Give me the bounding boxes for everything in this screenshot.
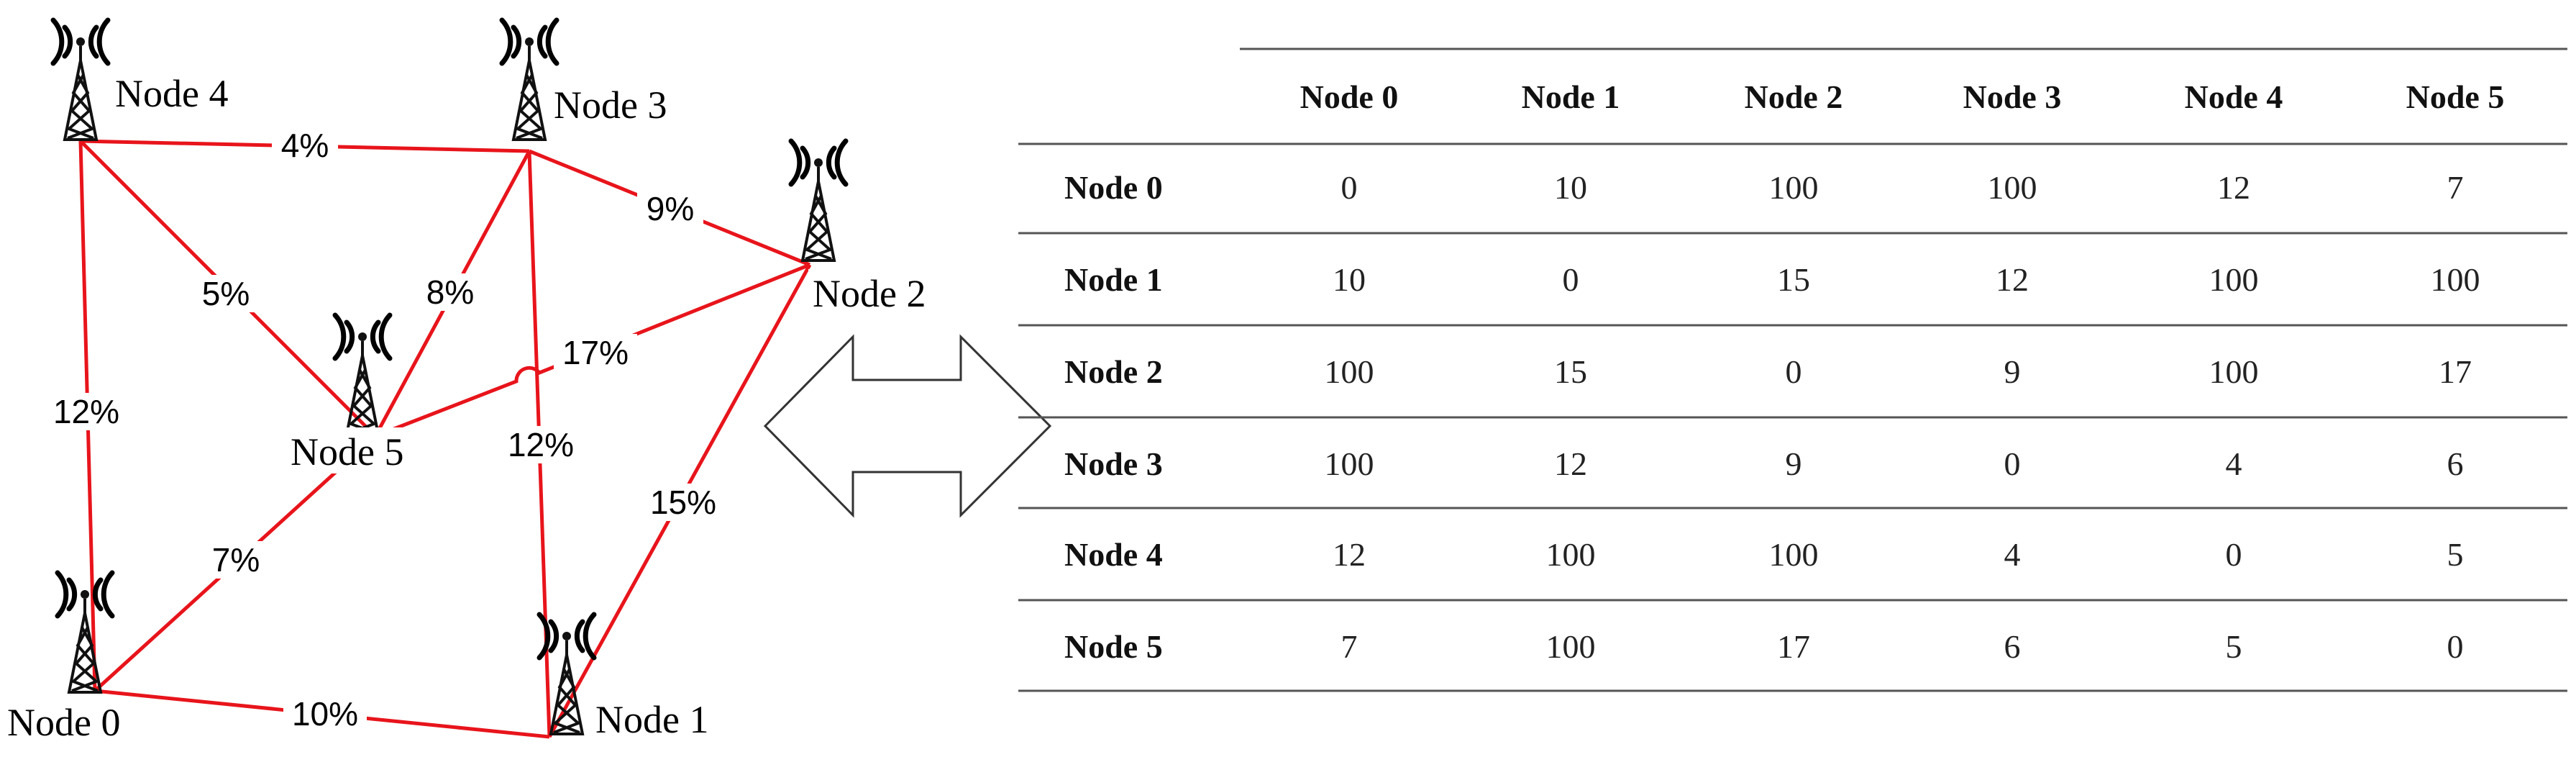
antenna-tower-icon (53, 20, 108, 140)
table-cell: 0 (1786, 353, 1802, 390)
row-header: Node 2 (1064, 353, 1163, 390)
table-cell: 15 (1777, 261, 1810, 298)
row-header: Node 1 (1064, 261, 1163, 298)
column-header: Node 4 (2185, 78, 2283, 115)
edge-label-n0-n5: 7% (212, 541, 260, 579)
table-row: Node 4 12 100 100 4 0 5 (1064, 536, 2464, 573)
table-cell: 15 (1554, 353, 1587, 390)
table-cell: 7 (1341, 628, 1358, 665)
node-label-2: Node 2 (813, 272, 926, 315)
antenna-tower-icon (335, 315, 390, 435)
node-labels: Node 4 Node 3 Node 2 Node 5 Node 0 Node … (7, 69, 975, 744)
column-header: Node 1 (1522, 78, 1620, 115)
table-cell: 0 (2004, 445, 2021, 482)
table-cell: 100 (2209, 353, 2259, 390)
column-header: Node 2 (1745, 78, 1843, 115)
row-header: Node 4 (1064, 536, 1163, 573)
table-row: Node 0 0 10 100 100 12 7 (1064, 169, 2464, 206)
column-header: Node 5 (2406, 78, 2505, 115)
edge-label-n4-n0: 12% (53, 393, 119, 430)
table-cell: 7 (2447, 169, 2464, 206)
table-cell: 12 (2217, 169, 2250, 206)
table-cell: 100 (1769, 536, 1819, 573)
table-cell: 6 (2004, 628, 2021, 665)
edge-label-n2-n1: 15% (650, 484, 716, 521)
edge-label-n4-n5: 5% (202, 275, 250, 312)
table-cell: 4 (2004, 536, 2021, 573)
antenna-tower-icon (502, 20, 557, 140)
node-label-5: Node 5 (291, 430, 403, 473)
table-cell: 12 (1554, 445, 1587, 482)
edge-labels: 4% 9% 5% 8% 17% 12% 12% 15% 7% 10% (45, 127, 725, 733)
double-headed-arrow-icon (763, 334, 1052, 518)
table-cell: 17 (1777, 628, 1810, 665)
table-cell: 12 (1333, 536, 1366, 573)
edge-label-n3-n1: 12% (508, 426, 574, 463)
table-header-row: Node 0 Node 1 Node 2 Node 3 Node 4 Node … (1300, 78, 2505, 115)
row-header: Node 5 (1064, 628, 1163, 665)
table-cell: 100 (1769, 169, 1819, 206)
table-cell: 12 (1996, 261, 2029, 298)
table-cell: 100 (2209, 261, 2259, 298)
table-cell: 5 (2447, 536, 2464, 573)
table-cell: 5 (2226, 628, 2242, 665)
table-cell: 100 (1988, 169, 2037, 206)
node-label-3: Node 3 (554, 83, 667, 127)
table-cell: 0 (2447, 628, 2464, 665)
table-cell: 6 (2447, 445, 2464, 482)
table-cell: 100 (2431, 261, 2480, 298)
edge-label-n3-n5: 8% (426, 273, 474, 311)
edge-label-n5-n2: 17% (562, 334, 629, 371)
antenna-tower-icon (58, 573, 112, 692)
row-header: Node 3 (1064, 445, 1163, 482)
node-label-1: Node 1 (595, 698, 708, 741)
table-cell: 4 (2226, 445, 2242, 482)
column-header: Node 0 (1300, 78, 1399, 115)
table-cell: 100 (1546, 536, 1596, 573)
table-cell: 17 (2439, 353, 2472, 390)
table-row: Node 1 10 0 15 12 100 100 (1064, 261, 2480, 298)
tower-icons (53, 20, 846, 734)
table-cell: 10 (1333, 261, 1366, 298)
antenna-tower-icon (791, 141, 846, 260)
table-cell: 0 (1563, 261, 1579, 298)
table-cell: 100 (1325, 445, 1374, 482)
edge-label-n4-n3: 4% (281, 127, 329, 164)
table-row: Node 2 100 15 0 9 100 17 (1064, 353, 2472, 390)
node-label-4: Node 4 (115, 72, 228, 115)
table-cell: 9 (1786, 445, 1802, 482)
table-row: Node 3 100 12 9 0 4 6 (1064, 445, 2464, 482)
adjacency-table: Node 0 Node 1 Node 2 Node 3 Node 4 Node … (1018, 47, 2567, 692)
edge-label-n3-n2: 9% (647, 190, 694, 227)
table-cell: 0 (2226, 536, 2242, 573)
table-cell: 100 (1325, 353, 1374, 390)
row-header: Node 0 (1064, 169, 1163, 206)
table-cell: 100 (1546, 628, 1596, 665)
column-header: Node 3 (1963, 78, 2062, 115)
table-cell: 10 (1554, 169, 1587, 206)
edge-label-n0-n1: 10% (292, 695, 358, 733)
table-row: Node 5 7 100 17 6 5 0 (1064, 628, 2464, 665)
table-cell: 0 (1341, 169, 1358, 206)
node-label-0: Node 0 (7, 701, 120, 744)
table-cell: 9 (2004, 353, 2021, 390)
